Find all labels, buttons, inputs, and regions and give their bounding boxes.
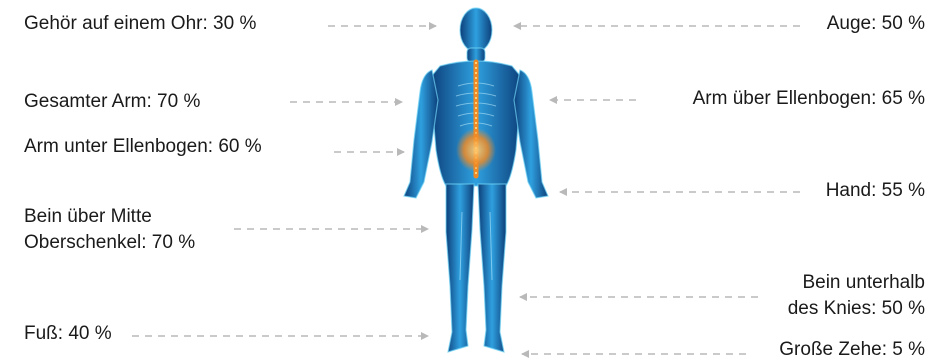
right-arm-shape <box>514 70 548 198</box>
left-arm-shape <box>404 70 438 198</box>
label-whole-arm: Gesamter Arm: 70 % <box>24 91 200 113</box>
label-hearing: Gehör auf einem Ohr: 30 % <box>24 13 256 35</box>
head-shape <box>460 8 492 52</box>
label-arm-below-elbow: Arm unter Ellenbogen: 60 % <box>24 136 262 158</box>
label-arm-above-elbow: Arm über Ellenbogen: 65 % <box>693 88 925 110</box>
label-foot: Fuß: 40 % <box>24 323 112 345</box>
label-big-toe: Große Zehe: 5 % <box>779 339 925 361</box>
label-leg-above-mid-thigh-line2: Oberschenkel: 70 % <box>24 232 195 254</box>
label-hand: Hand: 55 % <box>826 180 925 202</box>
label-leg-below-knee-line1: Bein unterhalb <box>802 272 925 294</box>
label-leg-above-mid-thigh-line1: Bein über Mitte <box>24 206 152 228</box>
label-eye: Auge: 50 % <box>827 13 925 35</box>
label-leg-below-knee-line2: des Knies: 50 % <box>788 298 925 320</box>
